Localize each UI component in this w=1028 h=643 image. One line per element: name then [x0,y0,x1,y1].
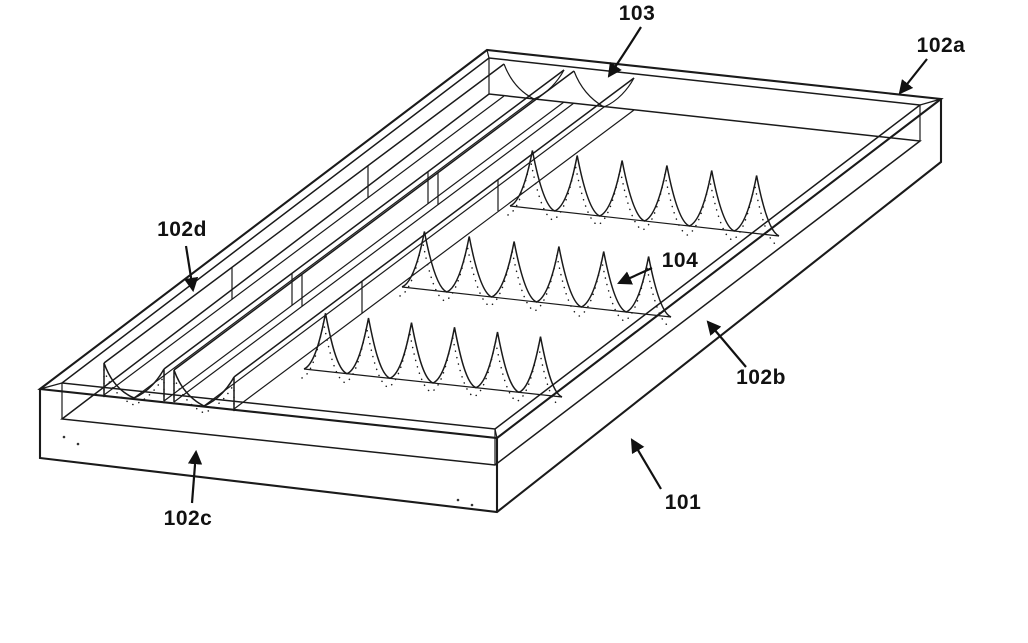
channel-rails [102,63,635,418]
outer-rim-path [37,48,944,440]
spike-strip-front-baseline [303,368,563,398]
arrow-102b [706,320,747,368]
spike-strip-front-stipple [300,321,562,408]
label-102b: 102b [736,366,786,389]
channel2-crease [203,106,605,407]
label-103: 103 [618,2,656,25]
channel1-back-profile [503,63,565,100]
spike-strip-back [509,150,780,237]
inner-wall-corners [61,58,921,465]
channel1-front-profile [103,362,165,401]
reference-arrows [184,26,928,504]
arrow-103 [607,26,642,78]
arrow-104 [617,266,653,285]
spike-strip-middle-baseline [401,286,672,318]
channel1-rail-edges [103,63,565,370]
arrow-102c [187,449,203,504]
channel2-front-profile [173,369,235,409]
label-104: 104 [661,249,699,272]
spike-strip-back-baseline [509,205,780,237]
spike-strip-front [303,313,563,398]
tray-body [37,48,944,514]
arrow-102d [184,245,199,293]
arrow-101 [630,438,662,490]
label-102c: 102c [163,507,213,530]
outer-bottom-edges [38,99,943,514]
channel2-rail-edges [173,70,635,378]
label-102d: 102d [157,218,207,241]
channel-support-fins [231,166,499,313]
spike-strip-back-stipple [506,158,779,247]
label-101: 101 [664,491,702,514]
spike-strip-middle-stipple [398,239,671,328]
arrow-102a [898,58,928,95]
label-102a: 102a [916,34,966,57]
inner-rim-path [60,57,922,430]
spike-strip-middle [401,231,672,318]
channel2-back-profile [573,70,635,108]
channel2-rail-bases [173,102,635,410]
channel1-rail-bases [103,95,565,402]
spike-strips [300,150,780,408]
channel1-crease [133,98,535,399]
rim-corner-connectors [39,49,942,439]
surface-specks [62,435,474,507]
